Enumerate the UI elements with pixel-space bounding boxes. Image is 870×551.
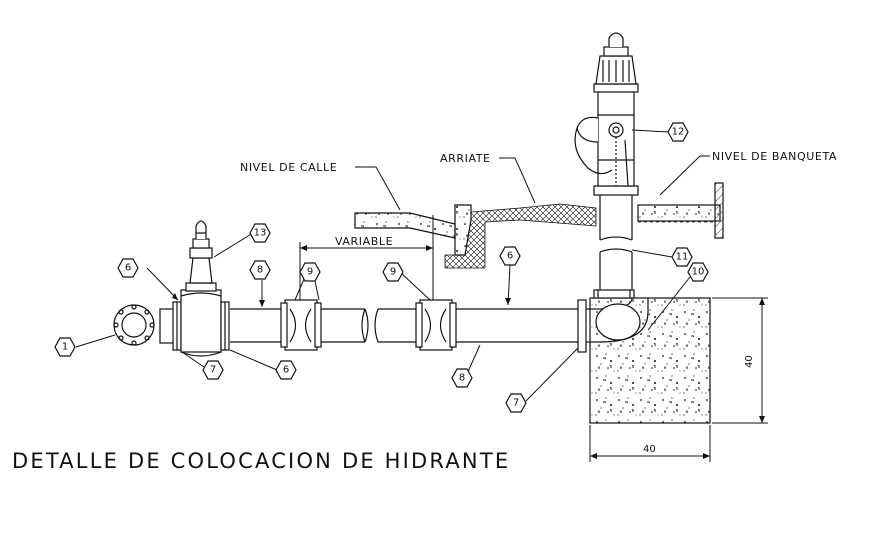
callout-1-shape bbox=[54, 337, 76, 357]
callout-7a-shape bbox=[202, 360, 224, 380]
coupling-1 bbox=[280, 299, 322, 351]
callout-1: 1 bbox=[62, 342, 68, 353]
callout-9b-shape bbox=[382, 262, 404, 282]
callout-6a: 6 bbox=[125, 263, 131, 274]
callout-7a: 7 bbox=[210, 365, 216, 376]
callout-7b-shape bbox=[505, 393, 527, 413]
callout-6c-shape bbox=[499, 246, 521, 266]
callout-8b-shape bbox=[451, 368, 473, 388]
end-flange-circle bbox=[113, 304, 155, 346]
label-nivel-de-banqueta: NIVEL DE BANQUETA bbox=[712, 150, 837, 163]
callout-10: 10 bbox=[692, 267, 705, 278]
callout-6a-shape bbox=[117, 258, 139, 278]
planter-soil bbox=[444, 203, 597, 269]
callout-9a: 9 bbox=[307, 267, 313, 278]
callout-7b: 7 bbox=[513, 398, 519, 409]
callout-numbers: 1 6 7 6 8 9 9 6 8 7 10 11 12 13 bbox=[62, 127, 705, 409]
fire-hydrant bbox=[574, 32, 639, 196]
callout-6b-shape bbox=[275, 360, 297, 380]
callout-6b: 6 bbox=[283, 365, 289, 376]
callout-8a: 8 bbox=[257, 265, 263, 276]
main-pipe-right bbox=[374, 308, 580, 343]
callout-6c: 6 bbox=[507, 251, 513, 262]
callout-11: 11 bbox=[676, 252, 689, 263]
gate-valve bbox=[180, 220, 230, 357]
hydrant-riser bbox=[599, 195, 633, 290]
callout-9b: 9 bbox=[390, 267, 396, 278]
callout-12: 12 bbox=[672, 127, 685, 138]
dimension-base-height: 40 bbox=[744, 355, 755, 368]
callout-13-shape bbox=[249, 223, 271, 243]
callout-11-shape bbox=[671, 247, 693, 267]
callout-8b: 8 bbox=[459, 373, 465, 384]
arrowheads bbox=[172, 245, 765, 459]
coupling-2 bbox=[415, 299, 457, 351]
callout-12-shape bbox=[667, 122, 689, 142]
label-arriate: ARRIATE bbox=[440, 152, 491, 165]
callout-13: 13 bbox=[254, 228, 267, 239]
sidewalk bbox=[637, 182, 724, 239]
blind-flange bbox=[159, 301, 182, 351]
elbow-fitting bbox=[577, 289, 649, 353]
label-variable: VARIABLE bbox=[335, 235, 393, 248]
callout-9a-shape bbox=[299, 262, 321, 282]
dimension-base-width: 40 bbox=[643, 444, 656, 455]
callout-bubbles bbox=[54, 122, 709, 413]
callout-10-shape bbox=[687, 262, 709, 282]
label-nivel-de-calle: NIVEL DE CALLE bbox=[240, 161, 337, 174]
drawing-title: DETALLE DE COLOCACION DE HIDRANTE bbox=[12, 449, 510, 473]
callout-8a-shape bbox=[249, 260, 271, 280]
